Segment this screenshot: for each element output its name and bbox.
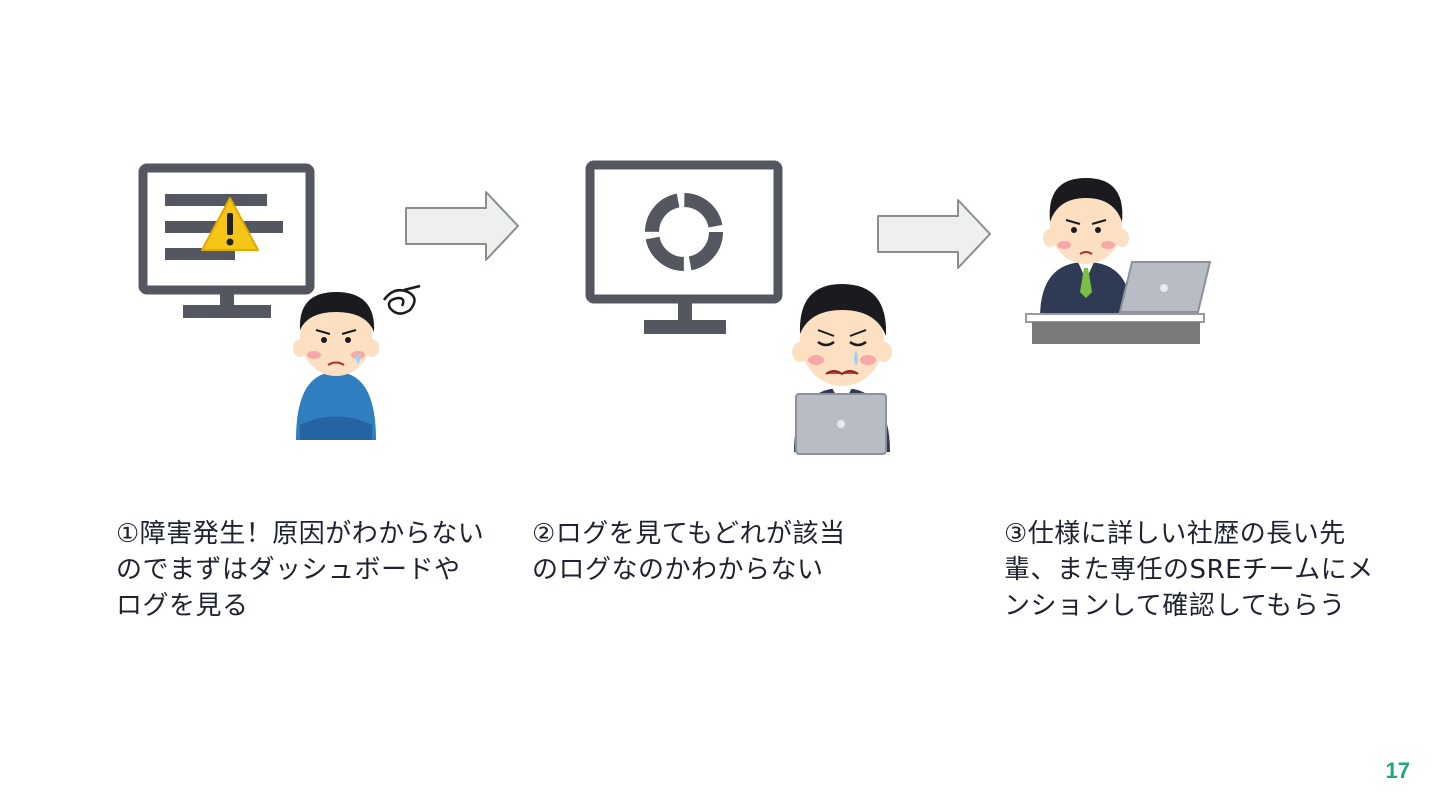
monitor-warning-icon — [143, 168, 310, 318]
laptop-icon — [1120, 262, 1210, 312]
right-arrow-icon — [406, 192, 518, 260]
worried-person-illustration — [293, 286, 420, 440]
loading-ring-icon — [652, 200, 716, 264]
step-3-caption: ③仕様に詳しい社歴の長い先輩、また専任のSREチームにメンションして確認してもら… — [1004, 516, 1394, 624]
senior-at-desk-illustration — [1026, 178, 1210, 344]
monitor-loading-icon — [590, 165, 778, 334]
step-2-caption: ②ログを見てもどれが該当のログなのかわからない — [532, 516, 862, 588]
page-number: 17 — [1386, 758, 1410, 784]
step-1-caption: ①障害発生！原因がわからないのでまずはダッシュボードやログを見る — [116, 516, 486, 624]
right-arrow-icon — [878, 200, 990, 268]
crying-person-illustration — [792, 284, 892, 454]
laptop-icon — [796, 394, 886, 454]
